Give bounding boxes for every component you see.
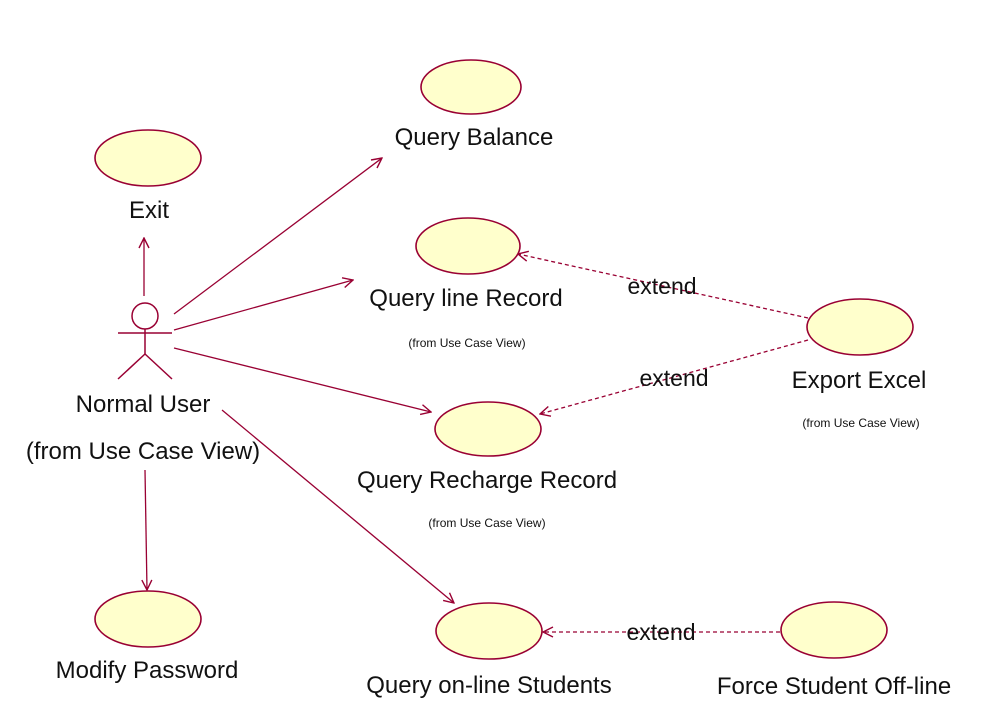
label-query-online-students: Query on-line Students — [366, 672, 611, 699]
use-case-exit[interactable] — [94, 129, 202, 187]
use-case-modify-password[interactable] — [94, 590, 202, 648]
association-query-online-students[interactable] — [221, 409, 454, 603]
association-query-balance[interactable] — [173, 158, 382, 315]
label-query-line-record: Query line Record — [369, 285, 562, 312]
extend-arrow-line-record[interactable] — [518, 254, 809, 319]
extend-label-online-students: extend — [626, 619, 695, 645]
label-modify-password: Modify Password — [56, 657, 239, 684]
extend-label-recharge-record: extend — [639, 365, 708, 391]
package-query-line-record: (from Use Case View) — [408, 336, 525, 350]
use-case-export-excel[interactable] — [806, 298, 914, 356]
actor-left-leg — [117, 353, 146, 380]
association-query-recharge-record[interactable] — [173, 347, 431, 412]
package-export-excel: (from Use Case View) — [802, 416, 919, 430]
label-exit: Exit — [129, 197, 169, 224]
association-modify-password[interactable] — [145, 469, 147, 590]
label-actor-package: (from Use Case View) — [26, 438, 260, 465]
label-query-recharge-record: Query Recharge Record — [357, 467, 617, 494]
use-case-query-balance[interactable] — [420, 59, 522, 115]
use-case-query-line-record[interactable] — [415, 217, 521, 275]
extend-arrow-recharge-record[interactable] — [540, 339, 809, 414]
use-case-query-recharge-record[interactable] — [434, 401, 542, 457]
actor-right-leg — [144, 353, 173, 380]
package-query-recharge-record: (from Use Case View) — [428, 516, 545, 530]
actor-figure[interactable] — [117, 302, 173, 380]
extend-label-line-record: extend — [627, 273, 696, 299]
use-case-force-student-offline[interactable] — [780, 601, 888, 659]
label-export-excel: Export Excel — [792, 367, 927, 394]
use-case-query-online-students[interactable] — [435, 602, 543, 660]
actor-head — [131, 302, 159, 330]
label-actor-name: Normal User — [76, 391, 211, 418]
label-query-balance: Query Balance — [395, 124, 554, 151]
label-force-student-offline: Force Student Off-line — [717, 673, 951, 700]
association-query-line-record[interactable] — [173, 280, 353, 331]
